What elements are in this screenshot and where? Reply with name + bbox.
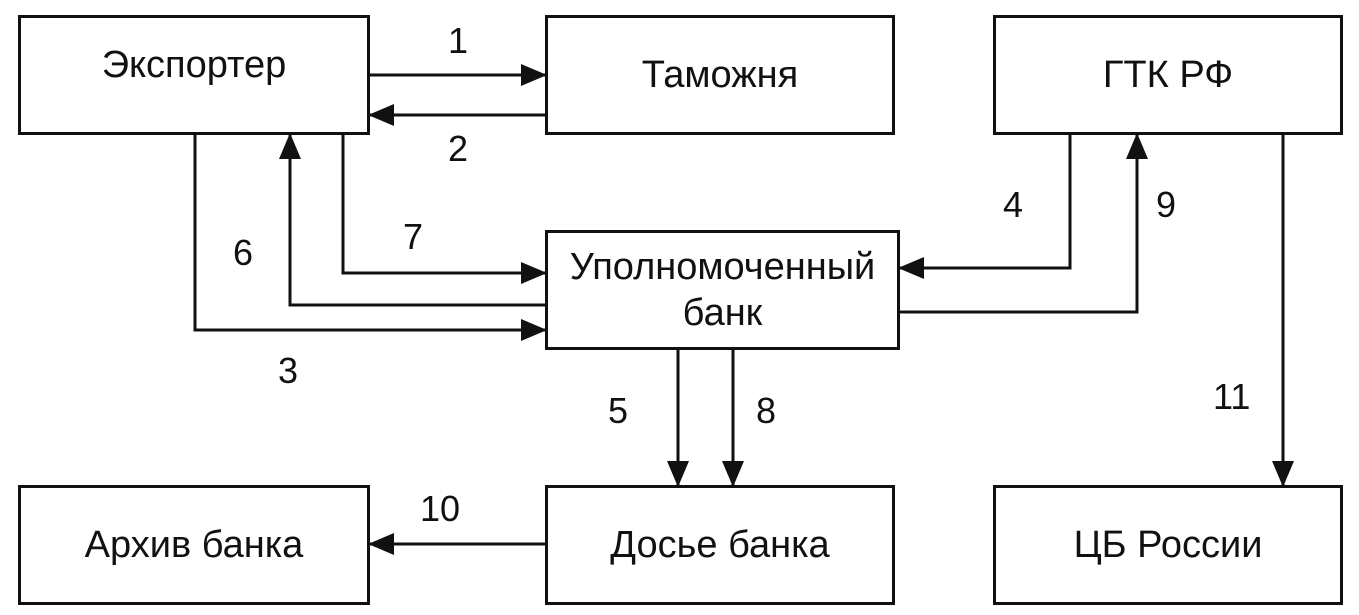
edge-label-7: 7 xyxy=(403,216,424,257)
edge-label-9: 9 xyxy=(1156,184,1177,225)
node-bank-label-line2: банк xyxy=(682,292,763,334)
edge-label-11: 11 xyxy=(1213,376,1251,417)
node-gtk: ГТК РФ xyxy=(993,15,1343,135)
edge-label-6: 6 xyxy=(233,232,254,273)
node-exporter-label: Экспортер xyxy=(101,43,287,86)
node-bank: Уполномоченный банк xyxy=(545,230,900,350)
node-exporter: Экспортер xyxy=(18,15,370,135)
arrow-6 xyxy=(279,133,545,307)
node-archive-label: Архив банка xyxy=(84,523,304,566)
node-cbr-label: ЦБ России xyxy=(1073,523,1263,566)
edge-label-1: 1 xyxy=(448,20,469,61)
edge-label-10: 10 xyxy=(420,488,461,529)
arrow-3 xyxy=(193,135,547,341)
node-dossier: Досье банка xyxy=(545,485,895,605)
edge-label-8: 8 xyxy=(756,390,777,431)
node-bank-label-line1: Уполномоченный xyxy=(569,245,876,288)
node-archive: Архив банка xyxy=(18,485,370,605)
node-customs-label: Таможня xyxy=(641,53,799,96)
edge-label-5: 5 xyxy=(608,390,629,431)
edge-label-3: 3 xyxy=(278,350,299,391)
arrow-7 xyxy=(341,135,547,284)
node-dossier-label: Досье банка xyxy=(610,523,830,566)
edge-label-2: 2 xyxy=(448,128,469,169)
arrow-9 xyxy=(900,133,1148,314)
node-gtk-label: ГТК РФ xyxy=(1102,53,1234,96)
node-cbr: ЦБ России xyxy=(993,485,1343,605)
edge-label-4: 4 xyxy=(1003,184,1024,225)
node-customs: Таможня xyxy=(545,15,895,135)
arrow-4 xyxy=(898,135,1072,279)
